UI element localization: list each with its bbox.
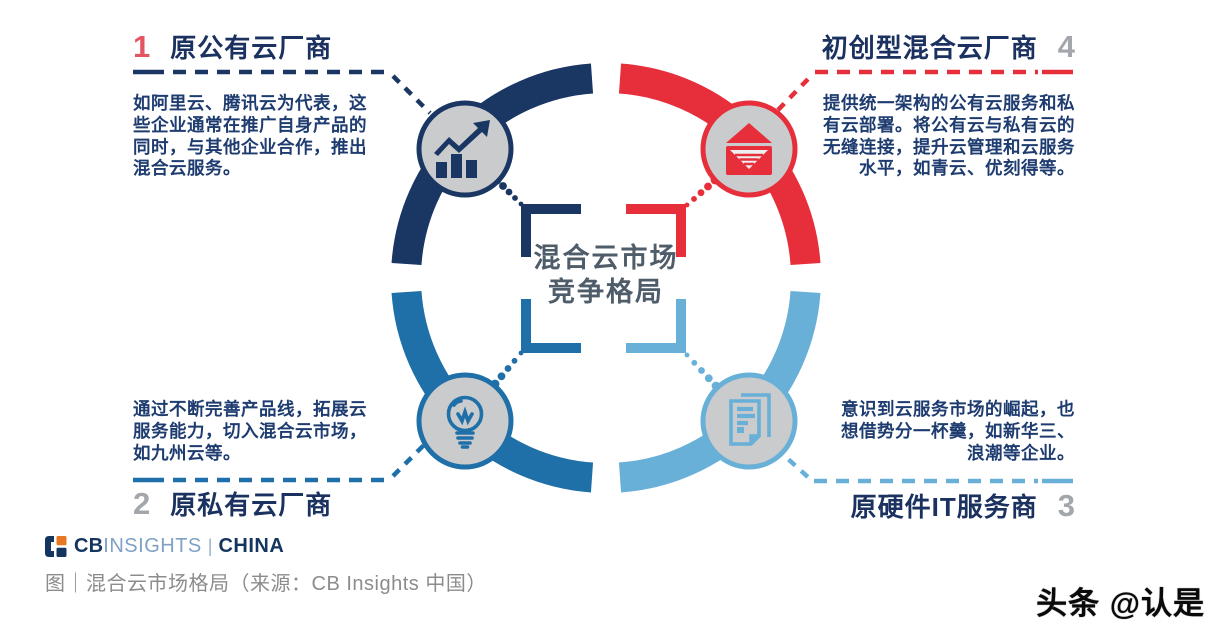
cbinsights-logo-icon [45,535,67,557]
description-line: 服务能力，切入混合云市场， [133,420,367,441]
description-line: 如阿里云、腾讯云为代表，这 [133,93,367,113]
q2-dashed-connector [133,437,432,483]
center-title-line2: 竞争格局 [548,277,664,307]
toutiao-watermark: 头条 @认是 [1036,586,1205,621]
center-square-brackets [521,204,686,353]
quadrant-3-title: 原硬件IT服务商 [850,492,1038,522]
quadrant-4-description: 提供统一架构的公有云服务和私 有云部署。将公有云与私有云的 无缝连接，提升云管理… [823,93,1075,180]
q1-dashed-connector [133,69,432,115]
quadrant-1-number: 1 [133,29,151,64]
bracket-bottom-left [521,299,581,353]
q4-dashed-connector [776,69,1073,112]
quadrant-4-number: 4 [1057,29,1075,64]
growth-chart-icon [416,100,514,198]
quadrant-3-number: 3 [1057,488,1075,523]
bracket-bottom-right [626,299,686,353]
cbinsights-china-logo: CB INSIGHTS | CHINA [45,534,284,558]
logo-text-cb: CB [74,534,104,557]
quadrant-1-description: 如阿里云、腾讯云为代表，这 些企业通常在推广自身产品的 同时，与其他企业合作，推… [133,93,367,180]
description-line: 同时，与其他企业合作，推出 [133,136,367,157]
description-line: 意识到云服务市场的崛起，也 [841,399,1075,419]
quadrant-4-title: 初创型混合云厂商 [821,33,1038,63]
description-line: 浪潮等企业。 [967,442,1075,463]
description-line: 如九州云等。 [133,442,241,463]
center-title-line1: 混合云市场 [533,243,679,273]
open-envelope-icon [700,100,798,198]
logo-text-china: CHINA [218,534,285,557]
description-line: 无缝连接，提升云管理和云服务 [823,136,1075,157]
logo-text-insights: INSIGHTS [103,534,202,557]
quadrant-2-description: 通过不断完善产品线，拓展云 服务能力，切入混合云市场， 如九州云等。 [133,399,367,464]
description-line: 有云部署。将公有云与私有云的 [823,114,1075,135]
quadrant-2-header: 2 原私有云厂商 [133,487,332,522]
quadrant-1-header: 1 原公有云厂商 [133,30,332,65]
quadrant-3-header: 原硬件IT服务商 3 [851,489,1075,524]
description-line: 混合云服务。 [133,158,241,179]
description-line: 提供统一架构的公有云服务和私 [823,93,1075,113]
bracket-top-left [521,204,581,257]
description-line: 通过不断完善产品线，拓展云 [133,399,367,419]
quadrant-3-description: 意识到云服务市场的崛起，也 想借势分一杯羹，如新华三、 浪潮等企业。 [841,399,1075,464]
quadrant-2-number: 2 [133,486,151,521]
description-line: 些企业通常在推广自身产品的 [133,114,367,135]
logo-divider: | [207,535,213,556]
center-title: 混合云市场 竞争格局 [504,241,708,309]
bracket-top-right [626,204,686,257]
lightbulb-icon [416,372,514,470]
q3-dotted-connector [684,352,721,391]
quadrant-2-title: 原私有云厂商 [170,490,333,520]
description-line: 想借势分一杯羹，如新华三、 [841,420,1075,441]
quadrant-1-title: 原公有云厂商 [170,33,333,63]
quadrant-4-header: 初创型混合云厂商 4 [822,30,1075,65]
document-icon [700,372,798,470]
figure-caption: 图｜混合云市场格局（来源：CB Insights 中国） [45,573,487,595]
q2-dotted-connector [490,350,524,389]
description-line: 水平，如青云、优刻得等。 [859,158,1075,179]
